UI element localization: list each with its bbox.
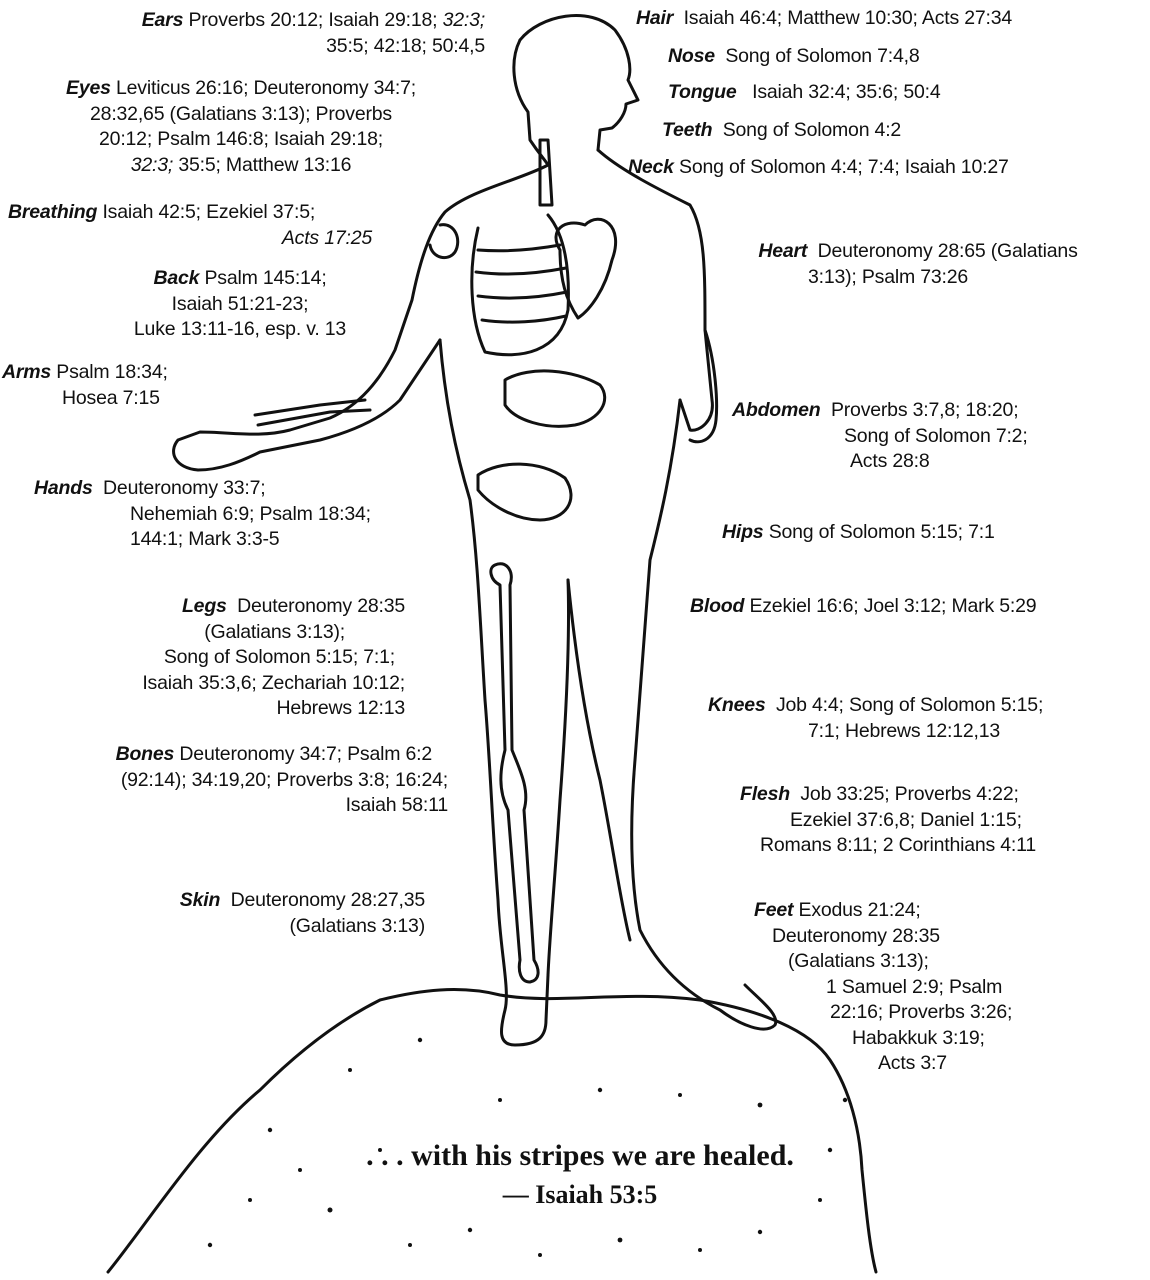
ribcage-outline (472, 215, 569, 355)
label-tongue: Tongue Isaiah 32:4; 35:6; 50:4 (668, 80, 1088, 106)
label-bones: Bones Deuteronomy 34:7; Psalm 6:2 (92:14… (4, 742, 448, 819)
label-legs: Legs Deuteronomy 28:35 (Galatians 3:13);… (95, 594, 405, 722)
label-heart: Heart Deuteronomy 28:65 (Galatians 3:13)… (708, 239, 1128, 290)
label-nose: Nose Song of Solomon 7:4,8 (668, 44, 1088, 70)
label-neck: Neck Song of Solomon 4:4; 7:4; Isaiah 10… (628, 155, 1148, 181)
label-back: Back Psalm 145:14; Isaiah 51:21-23; Luke… (70, 266, 410, 343)
verse-reference: — Isaiah 53:5 (300, 1178, 860, 1212)
label-flesh: Flesh Job 33:25; Proverbs 4:22; Ezekiel … (740, 782, 1145, 859)
label-hips: Hips Song of Solomon 5:15; 7:1 (722, 520, 1142, 546)
label-abdomen: Abdomen Proverbs 3:7,8; 18:20; Song of S… (732, 398, 1132, 475)
scripture-verse: . . . with his stripes we are healed. — … (300, 1138, 860, 1212)
label-hands: Hands Deuteronomy 33:7; Nehemiah 6:9; Ps… (34, 476, 454, 553)
head-outline (520, 16, 638, 150)
label-hair: Hair Isaiah 46:4; Matthew 10:30; Acts 27… (636, 6, 1146, 32)
label-skin: Skin Deuteronomy 28:27,35 (Galatians 3:1… (110, 888, 425, 939)
label-teeth: Teeth Song of Solomon 4:2 (662, 118, 1082, 144)
label-breathing: Breathing Isaiah 42:5; Ezekiel 37:5; Act… (8, 200, 438, 251)
label-feet: Feet Exodus 21:24; Deuteronomy 28:35 (Ga… (754, 898, 1094, 1077)
stomach-outline (505, 371, 605, 426)
label-knees: Knees Job 4:4; Song of Solomon 5:15; 7:1… (708, 693, 1148, 744)
label-ears: Ears Proverbs 20:12; Isaiah 29:18; 32:3;… (40, 8, 485, 59)
label-blood: Blood Ezekiel 16:6; Joel 3:12; Mark 5:29 (690, 594, 1145, 620)
label-arms: Arms Psalm 18:34; Hosea 7:15 (2, 360, 222, 411)
label-eyes: Eyes Leviticus 26:16; Deuteronomy 34:7; … (10, 76, 472, 178)
verse-quote: . . . with his stripes we are healed. (300, 1138, 860, 1174)
